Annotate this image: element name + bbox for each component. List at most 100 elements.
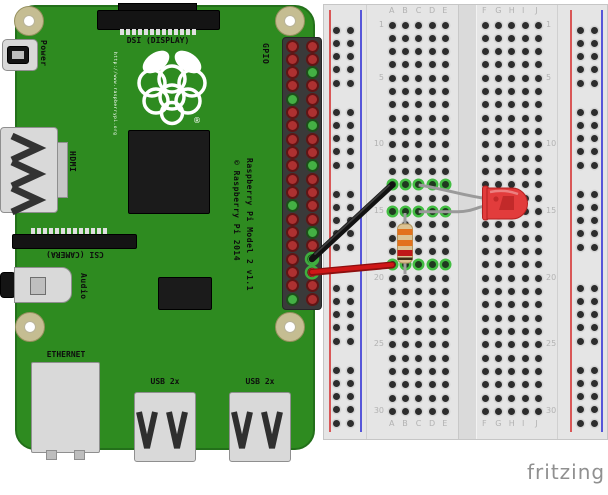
breadboard-hole-G24 (494, 328, 502, 336)
breadboard-hole-J4 (534, 61, 542, 69)
rail-hole (590, 26, 598, 34)
breadboard-hole-D26 (428, 354, 436, 362)
breadboard-hole-E30 (441, 408, 449, 416)
rail-hole (346, 393, 354, 401)
breadboard-hole-I12 (521, 168, 529, 176)
breadboard-hole-I11 (521, 154, 529, 162)
rail-hole (590, 379, 598, 387)
breadboard-hole-H29 (508, 394, 516, 402)
breadboard-hole-G14 (494, 194, 502, 202)
breadboard-hole-F24 (481, 328, 489, 336)
rail-hole (590, 419, 598, 427)
breadboard-hole-G4 (494, 61, 502, 69)
breadboard-hole-G12 (494, 168, 502, 176)
breadboard-hole-A20 (388, 274, 396, 282)
gpio-pin (285, 186, 299, 200)
column-label-B: B (402, 6, 408, 15)
breadboard-hole-D20 (428, 274, 436, 282)
breadboard-hole-H12 (508, 168, 516, 176)
rail-hole (346, 366, 354, 374)
breadboard-hole-C22 (415, 301, 423, 309)
breadboard-hole-D21 (428, 288, 436, 296)
breadboard-hole-G30 (494, 408, 502, 416)
rail-hole (590, 79, 598, 87)
breadboard-hole-D29 (428, 394, 436, 402)
rail-hole (332, 393, 340, 401)
rail-hole (590, 53, 598, 61)
breadboard-hole-A3 (388, 48, 396, 56)
breadboard-hole-J30 (534, 408, 542, 416)
breadboard-hole-A14 (388, 194, 396, 202)
fritzing-watermark: fritzing (527, 460, 606, 484)
row-label-25: 25 (546, 339, 557, 349)
gpio-pin (305, 52, 319, 66)
row-label-15: 15 (546, 206, 557, 216)
rail-hole (332, 79, 340, 87)
breadboard-divider (557, 5, 558, 439)
gpio-pin (305, 265, 319, 279)
rail-hole (346, 66, 354, 74)
breadboard-hole-C16 (415, 221, 423, 229)
ethernet-label: ETHERNET (46, 350, 86, 359)
breadboard-hole-C25 (415, 341, 423, 349)
breadboard-hole-J13 (534, 181, 542, 189)
rail-hole (346, 406, 354, 414)
breadboard-hole-A23 (388, 314, 396, 322)
breadboard-hole-C11 (415, 154, 423, 162)
breadboard-hole-F16 (481, 221, 489, 229)
gpio-pin (285, 172, 299, 186)
breadboard-hole-B24 (401, 328, 409, 336)
breadboard-hole-B15 (401, 208, 409, 216)
ethernet-connector (31, 362, 100, 453)
breadboard-hole-A8 (388, 114, 396, 122)
breadboard-hole-G29 (494, 394, 502, 402)
breadboard-hole-D1 (428, 21, 436, 29)
breadboard-hole-E23 (441, 314, 449, 322)
breadboard-hole-J22 (534, 301, 542, 309)
breadboard-hole-B5 (401, 74, 409, 82)
rail-hole (590, 121, 598, 129)
breadboard-hole-H14 (508, 194, 516, 202)
rail-hole (576, 161, 584, 169)
gpio-pin (305, 279, 319, 293)
row-label-15: 15 (373, 206, 384, 216)
rail-hole (346, 26, 354, 34)
rail-hole (590, 297, 598, 305)
breadboard-hole-J5 (534, 74, 542, 82)
usb-eth-chip (158, 277, 212, 310)
breadboard-hole-G25 (494, 341, 502, 349)
gpio-pin (285, 106, 299, 120)
power-rail-blue-line-left (360, 10, 362, 432)
breadboard-hole-F25 (481, 341, 489, 349)
breadboard-hole-I18 (521, 248, 529, 256)
breadboard-hole-E22 (441, 301, 449, 309)
rail-hole (590, 337, 598, 345)
csi-connector-pins (31, 228, 107, 234)
breadboard-hole-D9 (428, 128, 436, 136)
breadboard-hole-B4 (401, 61, 409, 69)
column-label-D: D (429, 419, 436, 428)
gpio-pin-ground (285, 292, 299, 306)
breadboard-hole-E17 (441, 234, 449, 242)
breadboard-hole-A18 (388, 248, 396, 256)
breadboard-hole-E8 (441, 114, 449, 122)
breadboard-hole-C3 (415, 48, 423, 56)
breadboard-hole-E25 (441, 341, 449, 349)
breadboard-hole-C4 (415, 61, 423, 69)
breadboard-hole-B10 (401, 141, 409, 149)
breadboard-hole-F4 (481, 61, 489, 69)
breadboard-hole-I3 (521, 48, 529, 56)
breadboard-hole-C2 (415, 34, 423, 42)
breadboard-hole-A4 (388, 61, 396, 69)
gpio-pin (305, 212, 319, 226)
breadboard-hole-A15 (388, 208, 396, 216)
breadboard-hole-B6 (401, 88, 409, 96)
row-label-5: 5 (546, 72, 552, 82)
breadboard-hole-I1 (521, 21, 529, 29)
breadboard-hole-B11 (401, 154, 409, 162)
rail-hole (576, 243, 584, 251)
rail-hole (332, 297, 340, 305)
breadboard-hole-G26 (494, 354, 502, 362)
breadboard-hole-J10 (534, 141, 542, 149)
